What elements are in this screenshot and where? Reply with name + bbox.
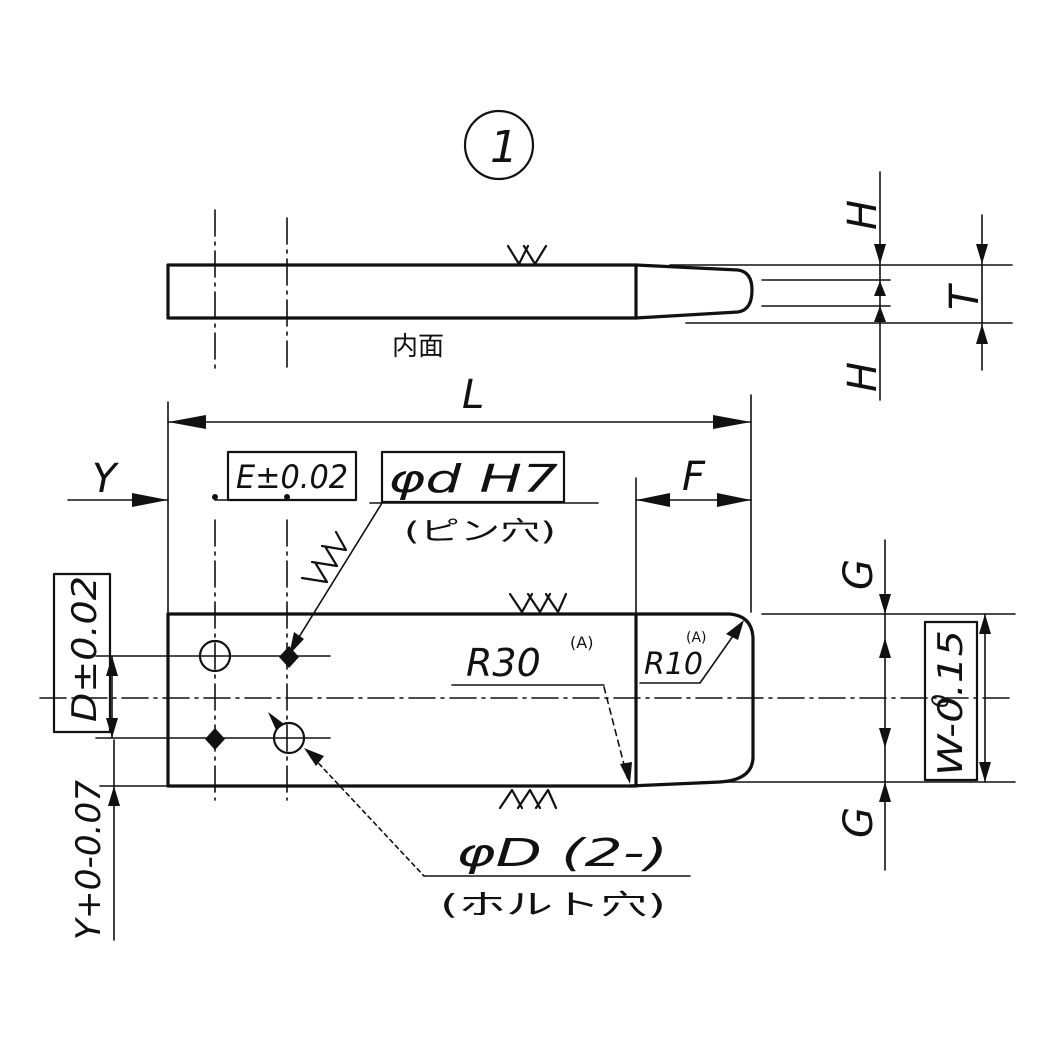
radius-30: R30 xyxy=(466,641,541,685)
bolt-hole-callout: φD (2-) (ホルト穴) xyxy=(268,712,691,921)
face-label: 内面 xyxy=(392,332,444,362)
dim-y-tol: Y+0-0.07 xyxy=(69,780,109,940)
pin-hole-dia: φd H7 xyxy=(388,457,558,501)
dim-g-bottom: G xyxy=(836,807,882,838)
finish-mark-front-top xyxy=(508,592,568,614)
dim-f: F xyxy=(682,454,706,500)
dim-h-bottom: H xyxy=(840,362,886,392)
radius-10-note: (A) xyxy=(686,630,707,646)
dim-h-top: H xyxy=(840,200,886,230)
r30-callout: R30 (A) xyxy=(451,633,632,784)
radius-30-note: (A) xyxy=(570,633,593,652)
dim-w-tol-upper: 0 xyxy=(929,694,954,708)
view-number-marker: 1 xyxy=(463,109,535,181)
r10-callout: R10 (A) xyxy=(639,620,744,684)
dim-d-tol: D±0.02 xyxy=(65,576,105,722)
pin-hole-callout: φd H7 (ピン穴) xyxy=(289,450,599,655)
bolt-hole-note: (ホルト穴) xyxy=(440,888,666,921)
bolt-hole-dia: φD (2-) xyxy=(456,831,668,875)
d-tolerance-box: D±0.02 xyxy=(52,572,118,739)
dimension-g: G G xyxy=(836,539,891,871)
top-view: 内面 H H T xyxy=(166,171,1013,401)
pin-hole-lower xyxy=(205,728,225,750)
w-tolerance-box: W-0.15 0 xyxy=(923,613,991,783)
dim-e-tol: E±0.02 xyxy=(236,458,348,496)
dim-g-top: G xyxy=(836,559,882,590)
dimension-l: L xyxy=(167,372,752,613)
radius-10: R10 xyxy=(644,647,703,682)
dimension-f: F xyxy=(635,454,752,613)
dimension-y: Y xyxy=(67,456,169,507)
dim-t: T xyxy=(942,282,988,310)
dim-y: Y xyxy=(92,456,120,502)
bolt-hole-lower xyxy=(272,721,306,755)
view-number: 1 xyxy=(490,122,518,173)
y-tolerance: Y+0-0.07 xyxy=(69,739,120,941)
dim-l: L xyxy=(462,372,484,418)
e-tolerance-box: E±0.02 xyxy=(212,450,358,502)
pin-hole-upper xyxy=(279,646,299,668)
finish-mark-top xyxy=(506,244,548,266)
bolt-hole-upper xyxy=(198,639,232,673)
front-view xyxy=(39,519,1016,810)
dim-w-tol: W-0.15 xyxy=(931,630,971,776)
pin-hole-note: (ピン穴) xyxy=(404,517,556,547)
finish-mark-front-bottom xyxy=(498,788,558,810)
